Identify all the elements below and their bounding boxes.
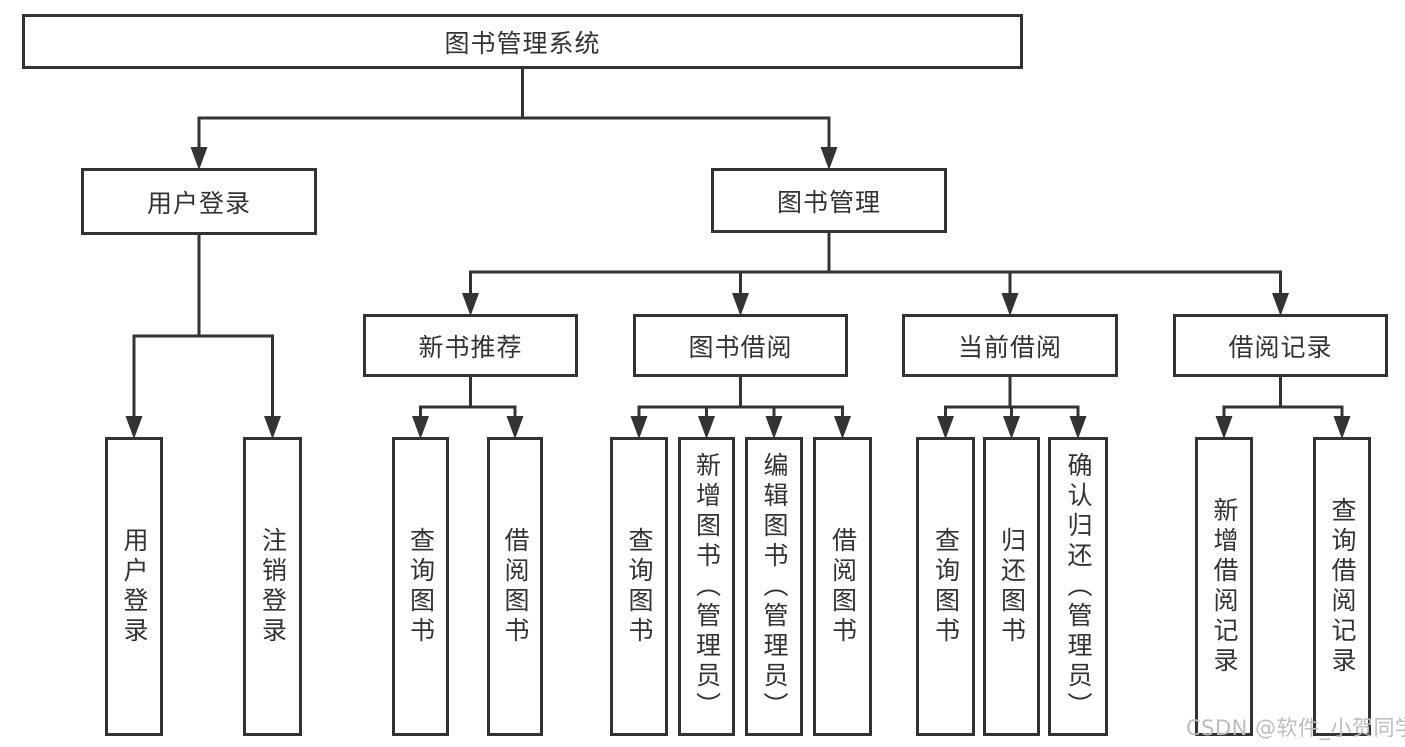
node-root: 图书管理系统 [22,14,1023,69]
arrowhead-icon [937,416,954,439]
node-label-leaf-logout: 注销登录 [258,526,288,647]
arrowhead-icon [1003,416,1020,439]
arrowhead-icon [412,416,429,439]
arrowhead-icon [698,416,715,439]
node-cb-confirm: 确认归还（管理员） [1048,437,1108,736]
node-label-cb-confirm: 确认归还（管理员） [1064,451,1093,722]
node-label-br-query: 查询借阅记录 [1328,496,1357,677]
node-label-bb-query: 查询图书 [625,526,654,647]
node-label-user-login: 用户登录 [146,188,251,218]
arrowhead-icon [820,147,838,170]
node-label-cb-return: 归还图书 [997,526,1027,647]
node-user-login: 用户登录 [81,168,317,235]
node-label-bb-edit: 编辑图书（管理员） [760,451,789,722]
node-leaf-user-login: 用户登录 [105,437,163,736]
node-label-cb-query: 查询图书 [931,526,961,647]
arrowhead-icon [462,293,479,316]
arrowhead-icon [190,147,208,170]
arrowhead-icon [506,416,524,439]
arrowhead-icon [264,416,281,439]
node-nb-borrow: 借阅图书 [487,437,543,736]
node-label-nb-borrow: 借阅图书 [501,526,530,647]
node-label-nb-query: 查询图书 [406,526,436,647]
watermark-text: CSDN @软件_小贺同学 [1186,716,1405,740]
node-book-borrow: 图书借阅 [633,314,848,377]
node-book-mgmt: 图书管理 [711,168,947,233]
node-label-current-borrow: 当前借阅 [957,332,1062,362]
node-label-book-mgmt: 图书管理 [776,187,881,217]
node-br-query: 查询借阅记录 [1313,437,1371,736]
arrowhead-icon [765,416,783,439]
node-bb-edit: 编辑图书（管理员） [745,437,803,736]
arrowhead-icon [1069,416,1087,439]
node-label-new-books: 新书推荐 [418,332,523,362]
node-cb-return: 归还图书 [983,437,1040,736]
arrowhead-icon [1215,416,1233,439]
arrowhead-icon [834,416,851,439]
node-label-bb-borrow: 借阅图书 [828,526,858,647]
arrowhead-icon [630,416,648,439]
node-bb-query: 查询图书 [610,437,668,736]
node-label-leaf-user-login: 用户登录 [120,526,149,647]
arrowhead-icon [1333,416,1351,439]
node-cb-query: 查询图书 [916,437,975,736]
node-br-add: 新增借阅记录 [1195,437,1253,736]
node-label-borrow-records: 借阅记录 [1228,332,1333,362]
node-new-books: 新书推荐 [363,314,578,377]
node-nb-query: 查询图书 [392,437,449,736]
node-bb-add: 新增图书（管理员） [678,437,735,736]
node-leaf-logout: 注销登录 [243,437,302,736]
arrowhead-icon [1001,293,1019,316]
node-borrow-records: 借阅记录 [1173,314,1388,377]
node-label-book-borrow: 图书借阅 [688,332,793,362]
node-label-bb-add: 新增图书（管理员） [692,451,722,722]
node-current-borrow: 当前借阅 [902,314,1118,377]
node-label-root: 图书管理系统 [444,28,601,58]
arrowhead-icon [1272,293,1289,316]
arrowhead-icon [125,416,143,439]
node-bb-borrow: 借阅图书 [813,437,872,736]
node-label-br-add: 新增借阅记录 [1210,496,1239,677]
arrowhead-icon [732,293,749,316]
